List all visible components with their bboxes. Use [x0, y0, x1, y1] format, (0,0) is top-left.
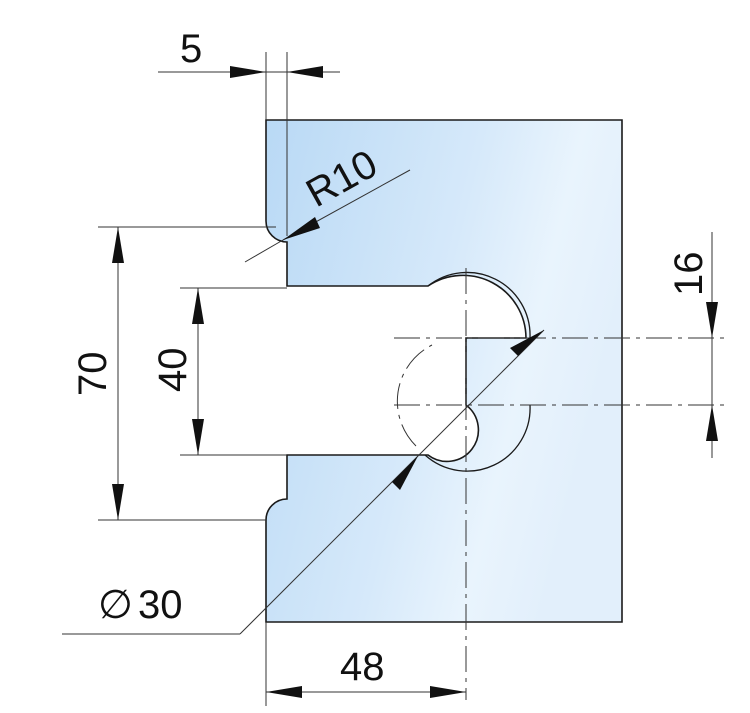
- dim-30-symbol: ∅: [98, 583, 133, 627]
- dim-5-label: 5: [180, 27, 202, 71]
- dim-70-arrow-top: [112, 227, 124, 263]
- dim-70-label: 70: [71, 352, 115, 397]
- dim-16-arrow-top: [706, 302, 718, 338]
- hole-outline-bottom: [424, 404, 531, 472]
- dim-r10-arrow: [283, 217, 320, 240]
- dim-5-arrow-right: [287, 66, 323, 78]
- dim-30-arrow-upper: [510, 330, 544, 356]
- dim-r10-extension: [244, 239, 284, 263]
- dim-48-arrow-left: [266, 686, 302, 698]
- dim-16-arrow-bottom: [706, 405, 718, 441]
- dim-5-arrow-left: [230, 66, 266, 78]
- dim-30-arrow-lower: [392, 456, 418, 490]
- dim-70-arrow-bottom: [112, 484, 124, 520]
- dim-16-label: 16: [667, 252, 711, 297]
- dim-40-arrow-top: [192, 288, 204, 324]
- dim-40-label: 40: [151, 348, 195, 393]
- dim-40-arrow-bottom: [192, 419, 204, 455]
- dim-48-label: 48: [340, 645, 385, 689]
- hole-dashed-arc: [396, 344, 433, 447]
- dim-48-arrow-right: [430, 686, 466, 698]
- dim-30-label: 30: [138, 583, 183, 627]
- hole-outline-top: [427, 271, 531, 339]
